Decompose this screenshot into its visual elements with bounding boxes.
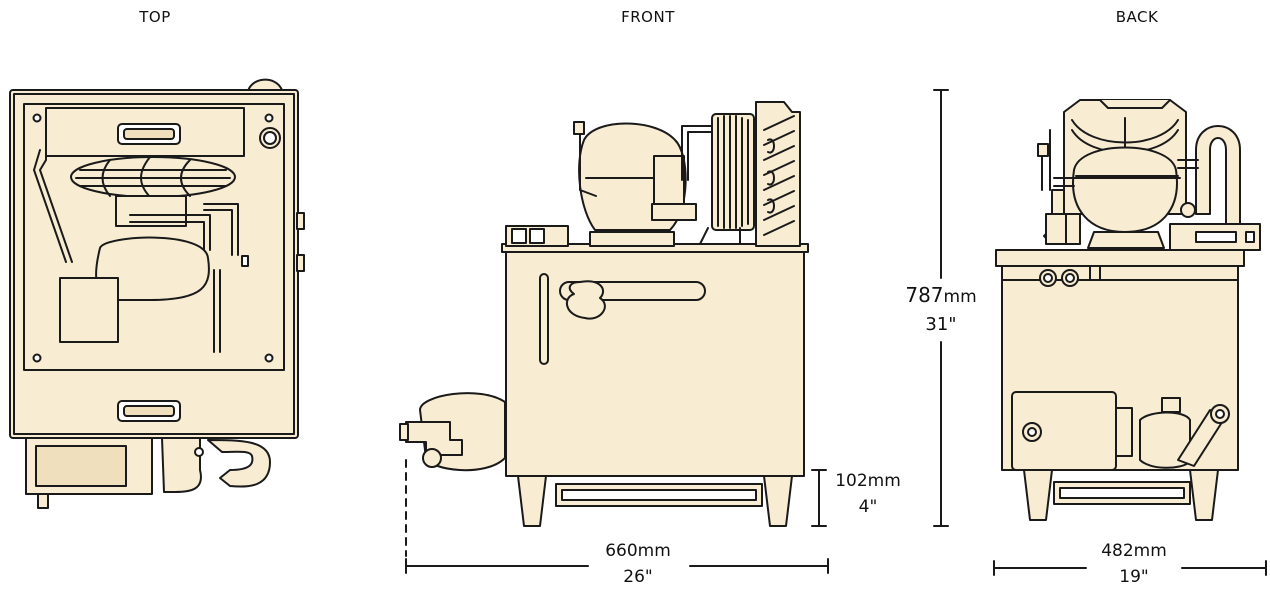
front-view-knob — [565, 280, 606, 320]
view-title-back: BACK — [1115, 8, 1159, 26]
front-view-condenser-coils — [767, 138, 775, 214]
back-view-spring — [1180, 202, 1196, 218]
top-view-screw — [32, 353, 42, 363]
back-view-compressor-feet — [1087, 231, 1165, 249]
height-imperial: 31" — [925, 314, 957, 335]
width-dimension-line — [993, 560, 1267, 576]
width-imperial: 19" — [1119, 567, 1149, 588]
width-metric: 482mm — [1101, 541, 1167, 561]
back-view-leg — [1189, 469, 1219, 521]
back-view-drip-tray-inner — [1059, 487, 1185, 499]
front-view-outlet-socket — [529, 228, 545, 244]
front-view-relay-box — [653, 155, 685, 205]
back-view-valve — [1037, 143, 1049, 157]
view-title-front: FRONT — [621, 8, 675, 26]
top-view — [9, 78, 305, 509]
leg-height-dimension: 102mm 4" — [828, 468, 908, 521]
top-view-handle-slot-inner — [123, 405, 175, 417]
front-view-vertical-handle — [539, 273, 549, 365]
back-view-u-pipe — [1195, 125, 1241, 225]
depth-metric: 660mm — [605, 541, 671, 561]
back-view-left-pipe — [1041, 129, 1051, 191]
top-view-control-box — [59, 277, 119, 343]
height-dimension: 787mm 31" — [896, 280, 986, 339]
back-view-leg — [1023, 469, 1053, 521]
back-view-motor-port-inner — [1027, 427, 1037, 437]
top-view-pipe — [213, 269, 221, 353]
front-view-leg — [517, 475, 547, 527]
front-view — [399, 101, 809, 527]
front-view-pipe — [579, 123, 597, 197]
top-view-pump-port — [194, 447, 204, 457]
top-view-handle-slot-inner — [123, 128, 175, 140]
back-view-compressor — [1072, 146, 1178, 233]
back-view-fan-handle — [1099, 99, 1171, 109]
back-view-display — [1195, 231, 1237, 243]
height-metric: 787mm — [905, 283, 977, 307]
front-view-valve — [573, 121, 585, 135]
back-view-handle-knob-inner — [1215, 409, 1225, 419]
front-view-condenser-fins — [763, 115, 795, 236]
view-title-top: TOP — [139, 8, 171, 26]
back-view-base-block — [1045, 213, 1067, 245]
top-view-fan-blades — [75, 156, 231, 198]
front-view-condenser-frame — [755, 101, 801, 247]
depth-imperial: 26" — [623, 567, 653, 588]
back-view-top-band — [1001, 265, 1239, 281]
top-view-motor-housing-inner — [35, 445, 127, 487]
top-view-pipe — [203, 203, 239, 256]
front-view-base-plate — [589, 231, 675, 247]
top-view-pump-hose — [207, 439, 271, 488]
back-view-pipe — [1053, 159, 1199, 187]
back-view-top-lip — [995, 249, 1245, 267]
front-view-pump-wheel — [422, 448, 442, 468]
back-view-pump-motor-band — [1115, 407, 1133, 457]
back-view-port-inner — [1043, 273, 1053, 283]
top-view-screw — [32, 113, 42, 123]
top-view-connector — [241, 255, 249, 267]
width-dimension: 482mm 19" — [1086, 538, 1182, 591]
back-view — [995, 99, 1261, 521]
leg-height-dimension-line — [811, 469, 827, 527]
front-view-fan-rings — [717, 115, 749, 229]
top-view-drain-port-inner — [263, 131, 277, 145]
top-view-pipe — [33, 139, 73, 263]
back-view-pump-valve — [1161, 397, 1181, 413]
top-view-pump — [161, 437, 202, 493]
back-view-port-inner — [1065, 273, 1075, 283]
depth-dimension-line — [405, 558, 829, 574]
top-view-motor-foot — [37, 493, 49, 509]
depth-dimension: 660mm 26" — [586, 538, 690, 591]
back-view-small-tab — [1089, 265, 1101, 281]
top-view-pipe — [129, 214, 211, 251]
height-dimension-line — [933, 89, 949, 527]
front-view-connector — [651, 203, 697, 221]
top-view-screw — [264, 113, 274, 123]
front-view-fan-guard — [711, 113, 755, 231]
back-view-switch — [1245, 231, 1255, 243]
leg-height-imperial: 4" — [858, 497, 878, 518]
top-view-screw — [264, 353, 274, 363]
top-view-side-tab — [296, 212, 305, 230]
front-view-pump-valve — [399, 423, 409, 441]
dimension-lines — [405, 89, 1267, 576]
front-view-leg — [763, 475, 793, 527]
leg-height-metric: 102mm — [835, 471, 901, 491]
front-view-pipe — [681, 125, 721, 181]
front-view-fan-stand — [699, 227, 741, 245]
front-view-outlet-socket — [511, 228, 527, 244]
top-view-side-tab — [296, 254, 305, 272]
front-view-drip-tray-inner — [561, 489, 757, 501]
